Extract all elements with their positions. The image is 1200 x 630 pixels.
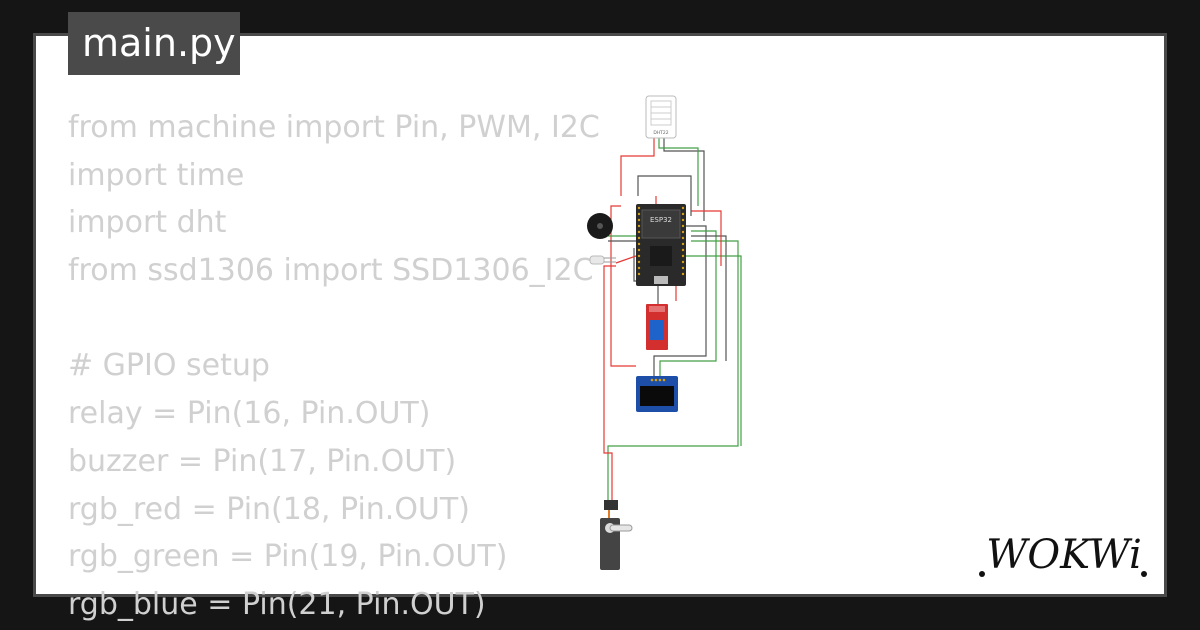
logo-text: WOKWi [986,532,1142,578]
code-line: from ssd1306 import SSD1306_I2C [68,253,594,289]
buzzer-icon [587,213,613,239]
wire [658,136,699,206]
relay-module-icon [646,304,668,350]
led-icon [589,255,616,265]
wire [659,230,717,376]
wire [637,175,692,216]
wire [653,225,707,376]
code-line: rgb_green = Pin(19, Pin.OUT) [68,539,508,575]
dht22-label: DHT22 [653,130,668,136]
code-line: import time [68,157,245,193]
esp32-board-icon: ESP32 [636,204,686,286]
servo-motor-icon [600,500,633,570]
wires [603,136,742,503]
oled-display-icon [636,376,678,412]
wire [663,136,705,221]
code-line: from machine import Pin, PWM, I2C [68,110,600,145]
code-line: import dht [68,205,227,241]
wire [603,265,616,503]
file-tab-main-py[interactable]: main.py [68,12,240,75]
wire [610,205,636,367]
code-line: rgb_red = Pin(18, Pin.OUT) [68,491,470,527]
circuit-diagram: DHT22 ESP32 [587,95,742,570]
wokwi-logo: WOKWi [979,532,1147,578]
code-line: relay = Pin(16, Pin.OUT) [68,396,431,432]
wire [691,235,727,361]
code-preview: from machine import Pin, PWM, I2C import … [68,104,600,629]
code-line: rgb_blue = Pin(21, Pin.OUT) [68,586,486,622]
wire [607,240,739,503]
wire [620,136,655,196]
code-line: # GPIO setup [68,348,270,384]
code-line [68,295,600,343]
wire [615,255,637,264]
preview-card: from machine import Pin, PWM, I2C import … [33,33,1167,622]
wire [691,210,722,266]
preview-canvas: from machine import Pin, PWM, I2C import … [36,36,1164,622]
esp32-label: ESP32 [650,216,672,224]
dht22-sensor-icon: DHT22 [645,95,677,139]
wire [686,255,742,446]
code-line: buzzer = Pin(17, Pin.OUT) [68,443,457,479]
